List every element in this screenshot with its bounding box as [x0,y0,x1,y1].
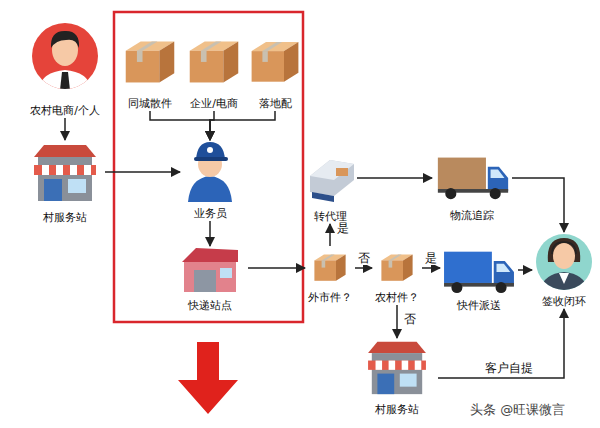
shop-node: 村服务站 [25,140,105,225]
node-label: 村服务站 [375,403,419,417]
machine-top [310,160,354,180]
station-roof [182,248,238,262]
flow-arrow [329,224,331,246]
node-label: 同城散件 [128,97,172,111]
shop-icon [34,145,96,201]
parcel-node: 同城散件 [120,30,180,111]
edge-label: 客户自提 [484,361,534,375]
node-label: 快件派送 [457,299,501,313]
suit [540,272,588,292]
flow-arrow [209,221,211,246]
cap-badge [207,147,213,153]
truck-icon [438,158,508,200]
edge-label: 是 [424,251,438,265]
person-node: 农村电商/个人 [15,22,115,118]
flow-arrow [150,111,210,140]
edge-label: 否 [403,312,417,326]
truck-icon [444,252,514,293]
conveyor [312,192,334,202]
truck-node: 快件派送 [440,246,518,313]
courier-icon [188,142,232,202]
node-label: 农村电商/个人 [30,104,100,118]
parcel [336,168,348,176]
flow-arrow [105,171,180,173]
parcel-icon [381,254,412,280]
node-label: 农村件？ [375,291,419,305]
station-window [220,268,232,278]
truck-node: 物流追踪 [432,150,512,223]
parcel-icon [126,41,175,82]
flow-arrow [396,305,398,338]
station-node: 快递站点 [172,246,248,313]
node-label: 落地配 [259,97,292,111]
station-shutter [194,270,216,292]
node-label: 业务员 [194,207,227,221]
receiver-icon [536,234,592,292]
flow-arrow [64,118,66,140]
cap-brim [194,157,228,161]
flow-arrow [512,178,564,232]
parcel-icon [314,254,345,280]
collar [559,273,569,284]
red-arrow [178,342,238,414]
decision-node: 农村件？ [372,246,422,305]
shop-node: 村服务站 [356,338,438,417]
receiver-figure [540,238,588,292]
agent-node: 转代理 [303,155,357,224]
parcel-node: 企业/电商 [184,30,244,111]
flow-arrow [355,267,372,269]
node-label: 企业/电商 [190,97,238,111]
parcel-node: 落地配 [248,30,302,111]
tie [60,72,70,94]
uniform [188,176,232,202]
agent-machine-icon [310,160,354,202]
flow-arrow [422,267,440,269]
node-label: 物流追踪 [450,209,494,223]
person-icon [32,23,98,94]
shop-icon [368,342,426,394]
watermark: 头条 @旺课微言 [470,402,565,418]
edge-label: 是 [336,221,350,235]
station-icon [182,248,238,292]
flow-arrow [518,269,532,271]
edge-label: 否 [357,251,371,265]
node-label: 快递站点 [188,299,232,313]
parcel-icon [190,41,239,82]
hair [51,31,79,48]
headset [552,242,576,254]
node-label: 外市件？ [308,291,352,305]
node-label: 签收闭环 [542,295,586,309]
flow-arrow [438,309,564,378]
receiver-node: 签收闭环 [532,232,596,309]
flow-arrow [248,267,305,269]
face [553,243,575,269]
flow-arrow [210,111,275,140]
machine-body [310,160,354,196]
node-label: 村服务站 [43,211,87,225]
highlight-frame [114,12,303,322]
person-figure [38,31,92,94]
flow-arrow [357,177,432,179]
station-wall [184,262,236,292]
courier-node: 业务员 [180,140,240,221]
parcel-icon [252,42,299,82]
decision-node: 外市件？ [305,246,355,305]
